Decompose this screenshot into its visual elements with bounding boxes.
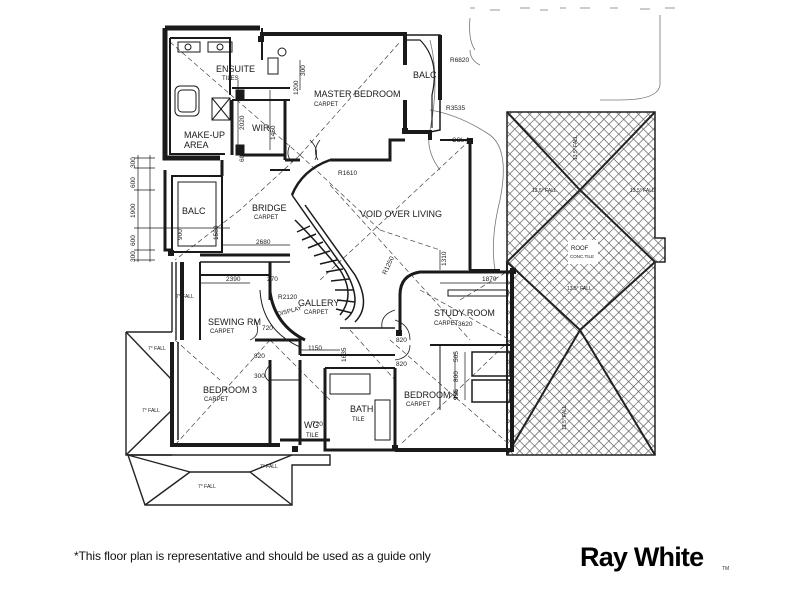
balcony-label: BALC (413, 70, 437, 80)
dimension-label: 505 (453, 351, 460, 362)
dimension-label: 1870 (482, 276, 497, 283)
study-room-floor: CARPET (434, 321, 459, 327)
ensuite-fixtures (174, 41, 287, 156)
door-swings (249, 139, 411, 383)
roof-label: ROOF (571, 246, 589, 252)
dimension-lines (134, 60, 510, 400)
bedroom-3-label: BEDROOM 3 (203, 385, 257, 395)
roof-floor: CONC.TILE (570, 254, 594, 259)
brand-logo: Ray White (580, 542, 704, 572)
study-room-label: STUDY ROOM (434, 308, 495, 318)
dimension-label: 1900 (130, 203, 137, 218)
dimension-label: 300 (130, 251, 137, 262)
lower-roof-fall-label: 7° FALL (148, 346, 166, 352)
dimension-label: 1450 (270, 125, 277, 140)
wir-label: WIR (252, 123, 270, 133)
bedroom-2-label: BEDROOM 2 (404, 390, 458, 400)
lower-roof-fall-label: 7° FALL (176, 294, 194, 300)
walls (162, 25, 514, 452)
bedroom-2-floor: CARPET (406, 402, 431, 408)
column-label: COL A (452, 138, 469, 144)
dimension-label: 2390 (226, 276, 241, 283)
ensuite-label: ENSUITE (216, 64, 255, 74)
sewing-room-label: SEWING RM (208, 317, 261, 327)
dimension-label: 720 (312, 421, 323, 428)
dimension-label: 2020 (239, 115, 246, 130)
gallery-floor: CARPET (304, 310, 329, 316)
dimension-label: 955 (453, 389, 460, 400)
trademark-mark: TM (722, 566, 730, 572)
roof-fall-label: 13.5° FALL (562, 405, 568, 430)
wall-columns (168, 36, 516, 452)
dimension-label: 1635 (341, 347, 348, 362)
roof-fall-label: 13.5° FALL (573, 135, 579, 160)
dimension-label: 300 (130, 157, 137, 168)
dimension-label: 3620 (458, 321, 473, 328)
gallery-label: GALLERY (298, 298, 339, 308)
bath-floor: TILE (352, 417, 365, 423)
dimension-label: 800 (453, 371, 460, 382)
master-bedroom-floor: CARPET (314, 102, 339, 108)
display-label: DISPLAY (277, 306, 303, 318)
makeup-area-label: MAKE-UP (184, 130, 225, 140)
lower-roof (125, 262, 331, 506)
dimension-label: 1310 (441, 251, 448, 266)
roof-area: ROOF CONC.TILE 13.5° FALL 13.5° FALL 13.… (505, 111, 666, 456)
wc-floor: TILE (306, 433, 319, 439)
roof-fall-label: 13.5° FALL (630, 188, 655, 194)
sewing-room-floor: CARPET (210, 329, 235, 335)
void-label: VOID OVER LIVING (360, 209, 442, 219)
radius-label: R6820 (450, 57, 470, 64)
balcony-label: BALC (182, 206, 206, 216)
dimension-label: 820 (396, 337, 407, 344)
dimension-label: 600 (239, 151, 246, 162)
makeup-area-label: AREA (184, 140, 209, 150)
ensuite-floor: TILES (222, 76, 239, 82)
bridge-floor: CARPET (254, 215, 279, 221)
radius-label: R3535 (446, 105, 466, 112)
lower-roof-fall-label: 7° FALL (260, 464, 278, 470)
bridge-label: BRIDGE (252, 203, 287, 213)
dimension-label: 600 (130, 177, 137, 188)
master-bedroom-label: MASTER BEDROOM (314, 89, 401, 99)
dimension-label: 1580 (213, 225, 220, 240)
dimension-label: 270 (267, 276, 278, 283)
roof-fall-label: 13.5° FALL (532, 188, 557, 194)
dimension-label: 2680 (256, 239, 271, 246)
dimension-label: 300 (300, 65, 307, 76)
disclaimer-text: *This floor plan is representative and s… (74, 549, 431, 563)
radius-label: R2120 (278, 294, 298, 301)
bedroom-3-floor: CARPET (204, 397, 229, 403)
staircase (290, 158, 365, 323)
roof-fall-label: 13.5° FALL (567, 286, 592, 292)
dashed-guides (169, 41, 511, 446)
lower-roof-fall-label: 7° FALL (142, 408, 160, 414)
dimension-label: 1150 (308, 345, 322, 352)
radius-label: R1610 (338, 170, 358, 177)
dimension-label: 900 (177, 229, 184, 240)
dimension-label: 720 (262, 325, 273, 332)
lower-roof-fall-label: 7° FALL (198, 484, 216, 490)
dimension-label: 820 (396, 361, 407, 368)
wc-label: WC (304, 420, 319, 430)
dimension-label: 1200 (293, 80, 300, 95)
sketch-lines (428, 7, 675, 271)
dimension-label: 820 (254, 353, 265, 360)
radius-label: R1250 (381, 255, 396, 276)
dimension-label: 300 (254, 373, 265, 380)
bath-label: BATH (350, 404, 373, 414)
dimension-label: 600 (130, 235, 137, 246)
